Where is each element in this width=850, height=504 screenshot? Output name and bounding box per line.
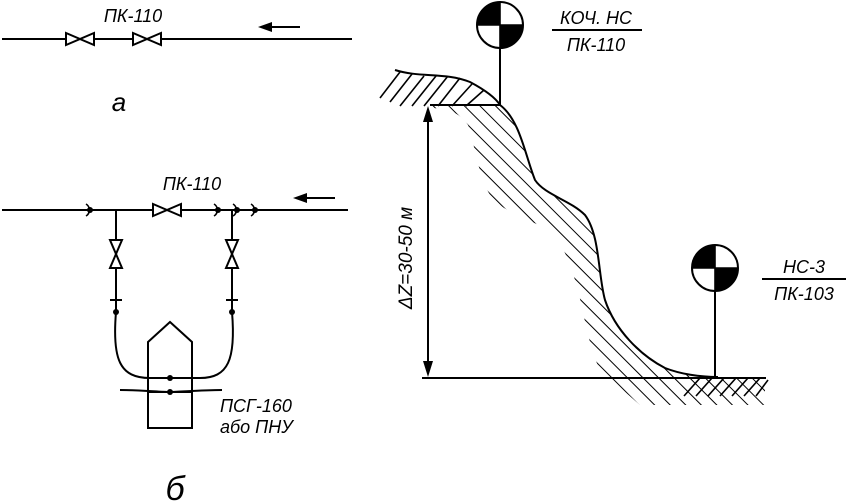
- terrain-profile: ΔZ=30-50 м КОЧ. НС ПК-110 НС-3 ПК-103: [379, 1, 846, 405]
- valve-label-b: ПК-110: [163, 174, 221, 194]
- station-marker-top: [476, 1, 524, 105]
- connector-icon: [250, 203, 258, 217]
- flow-arrow-icon: [258, 22, 300, 32]
- pump-unit-icon: [119, 320, 223, 429]
- caption-a: а: [112, 87, 126, 117]
- connector-icon: [232, 203, 240, 217]
- valve-icon: [132, 31, 162, 47]
- connector-icon: [213, 203, 221, 217]
- station-icon: [477, 2, 500, 25]
- ground-hatch-top: [379, 71, 485, 107]
- valve-icon: [152, 202, 182, 218]
- scheme-b: ПК-110: [2, 174, 348, 504]
- scheme-a: ПК-110 а: [2, 6, 352, 117]
- pump-label-line1: ПСГ-160: [220, 396, 292, 416]
- height-label: ΔZ=30-50 м: [396, 207, 417, 310]
- connector-icon: [85, 203, 93, 217]
- branch-right: [170, 210, 240, 379]
- ground-hatch-bottom: [683, 377, 769, 397]
- slope-line: [499, 104, 719, 378]
- valve-icon: [65, 31, 95, 47]
- bottom-station-name: НС-3: [783, 257, 825, 277]
- height-dimension: [423, 106, 433, 377]
- caption-b: б: [165, 470, 186, 504]
- valve-label-a: ПК-110: [104, 6, 162, 26]
- top-station-pipe: ПК-110: [567, 35, 625, 55]
- flow-arrow-icon: [293, 193, 335, 203]
- station-marker-bottom: [691, 244, 739, 378]
- top-ground: [394, 69, 501, 106]
- station-icon: [692, 245, 715, 268]
- bottom-station-pipe: ПК-103: [774, 284, 834, 304]
- pump-label-line2: або ПНУ: [220, 417, 294, 437]
- top-station-name: КОЧ. НС: [560, 8, 633, 28]
